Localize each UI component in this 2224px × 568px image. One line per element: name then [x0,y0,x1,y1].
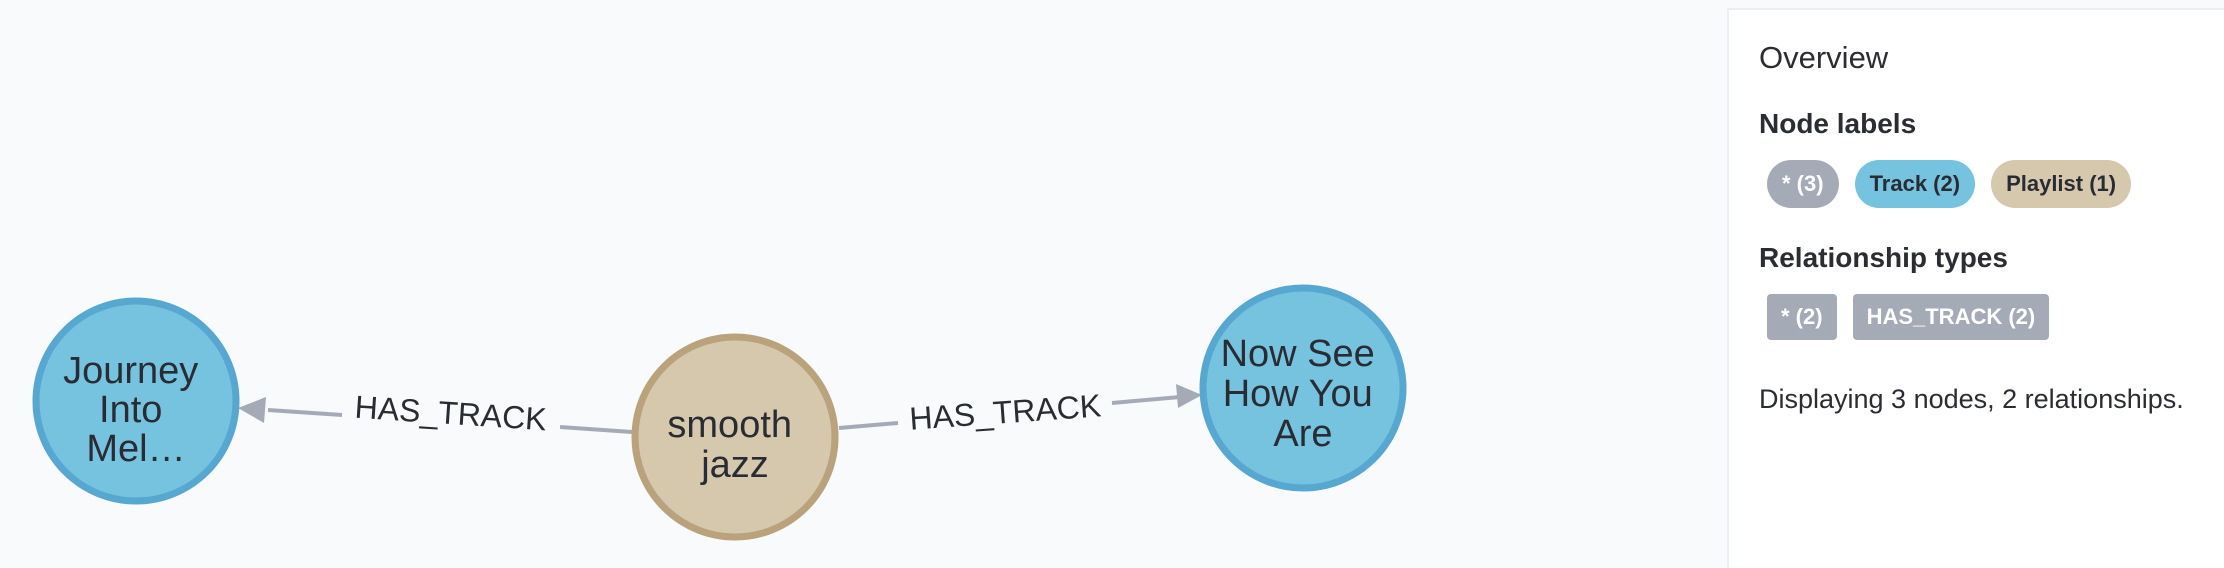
relationship-label: HAS_TRACK [354,389,548,438]
relationship-has-track-2[interactable]: HAS_TRACK [838,384,1202,437]
node-caption: Now See How You Are [1221,333,1386,455]
node-track-journey-into-mel[interactable]: Journey Into Mel… [32,297,240,505]
node-caption-line: Into [99,389,162,431]
relationship-types-title: Relationship types [1759,242,2008,273]
relationship-type-tag-has-track[interactable]: HAS_TRACK (2) [1852,294,2050,340]
node-caption-line: Now See [1221,333,1375,375]
relationship-type-tag-all[interactable]: * (2) [1767,294,1837,340]
node-caption-line: jazz [700,444,769,486]
node-label-pill-playlist[interactable]: Playlist (1) [1991,160,2132,208]
status-text: Displaying 3 nodes, 2 relationships. [1759,384,2184,414]
node-label-pill-track[interactable]: Track (2) [1854,160,1976,208]
overview-panel: Overview Node labels * (3) Track (2) Pla… [1727,8,2224,568]
node-caption-line: smooth [667,404,792,446]
relationship-label: HAS_TRACK [908,387,1102,436]
graph-canvas[interactable]: HAS_TRACK HAS_TRACK Journey Into Mel… sm… [0,0,1725,564]
relationship-has-track-1[interactable]: HAS_TRACK [238,389,633,438]
node-caption-line: Journey [63,350,198,392]
relationship-types-list: * (2) HAS_TRACK (2) [1759,294,2224,340]
node-playlist-smooth-jazz[interactable]: smooth jazz [631,333,839,541]
node-caption-line: Mel… [86,428,185,470]
node-labels-list: * (3) Track (2) Playlist (1) [1759,160,2224,208]
node-caption-line: Are [1273,413,1332,455]
node-caption-line: How You [1223,373,1373,415]
node-caption: smooth jazz [667,404,802,486]
node-labels-title: Node labels [1759,108,1917,139]
panel-title: Overview [1759,40,1889,75]
node-track-now-see-how-you-are[interactable]: Now See How You Are [1199,284,1407,492]
node-label-pill-all[interactable]: * (3) [1767,160,1839,208]
node-caption: Journey Into Mel… [63,350,209,470]
arrowhead-icon [1176,384,1202,408]
arrowhead-icon [238,397,266,423]
